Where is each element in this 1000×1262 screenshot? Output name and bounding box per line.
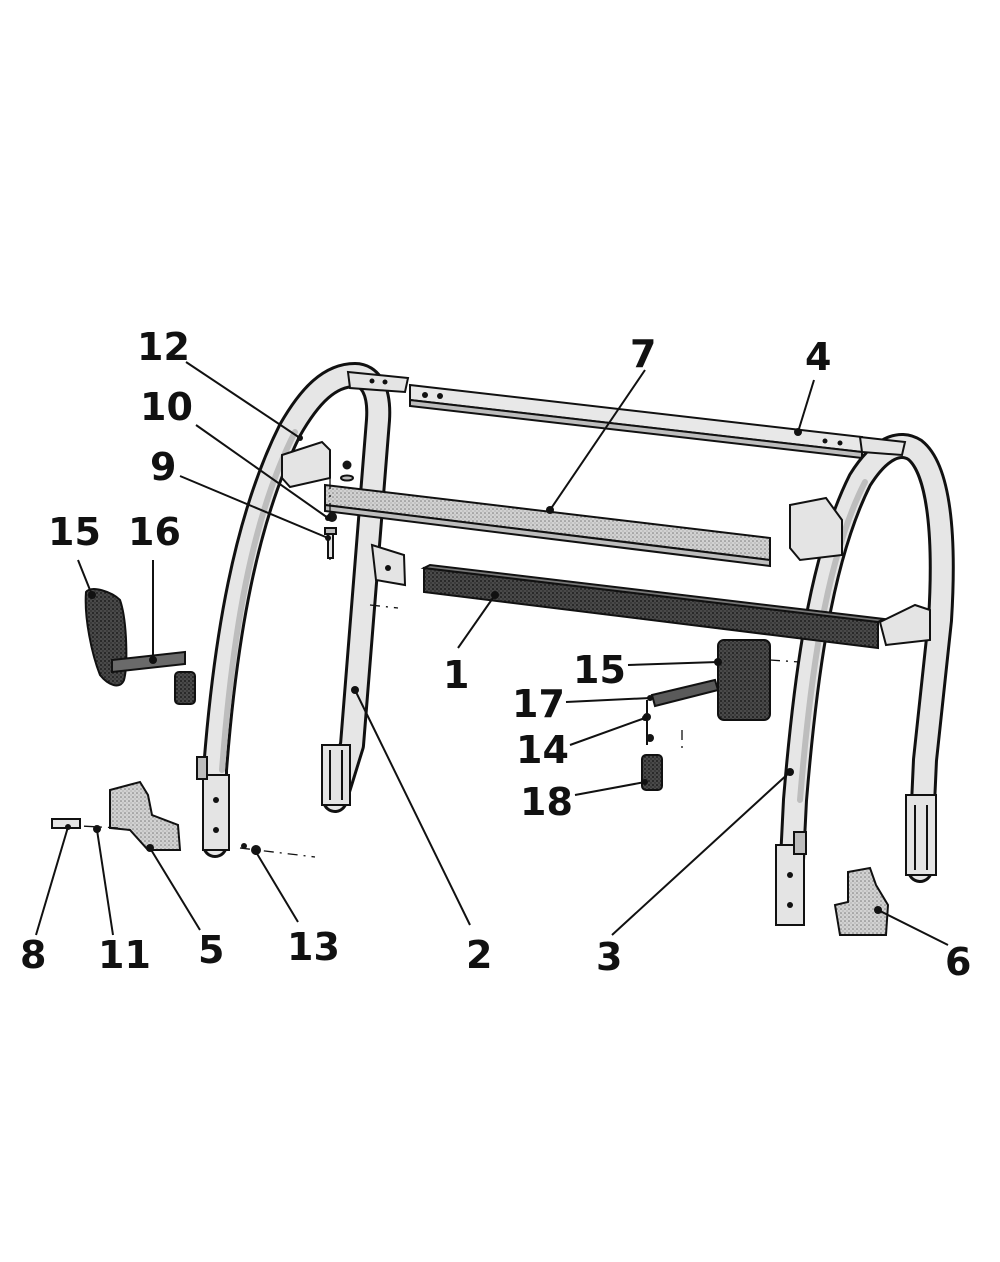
leader-lines (35, 361, 949, 946)
part-4-rear-crossbar (409, 383, 863, 460)
label-part-14: 14 (516, 728, 569, 772)
label-part-7: 7 (630, 332, 656, 376)
axis-line (369, 604, 399, 609)
part-number-labels: 12 10 9 15 16 7 4 1 15 17 14 18 8 11 5 1… (20, 325, 971, 984)
part-6-right-plate (833, 866, 890, 936)
label-part-1: 1 (443, 653, 469, 697)
label-part-15-right: 15 (573, 648, 626, 692)
label-part-16: 16 (128, 510, 181, 554)
part-1-lower-crossbar (420, 563, 888, 650)
hardware-stack-9-10-12 (324, 455, 354, 560)
label-part-10: 10 (140, 385, 193, 429)
axis-line (769, 659, 801, 663)
part-3-right-hoop (775, 433, 955, 926)
label-part-12: 12 (137, 325, 190, 369)
label-part-4: 4 (805, 335, 831, 379)
label-part-15-left: 15 (48, 510, 101, 554)
part-15-16-left-mirror (84, 588, 196, 705)
label-part-17: 17 (512, 682, 565, 726)
label-part-6: 6 (945, 940, 971, 984)
label-part-9: 9 (150, 445, 176, 489)
label-part-5: 5 (198, 928, 224, 972)
label-part-11: 11 (98, 933, 151, 977)
label-part-8: 8 (20, 933, 46, 977)
label-part-18: 18 (520, 780, 573, 824)
label-part-2: 2 (466, 933, 492, 977)
part-13-washers (239, 843, 316, 858)
part-2-left-hoop (196, 362, 410, 858)
label-part-13: 13 (287, 925, 340, 969)
part-5-left-plate (51, 780, 182, 851)
label-part-3: 3 (596, 935, 622, 979)
part-7-upper-bar (324, 483, 771, 568)
